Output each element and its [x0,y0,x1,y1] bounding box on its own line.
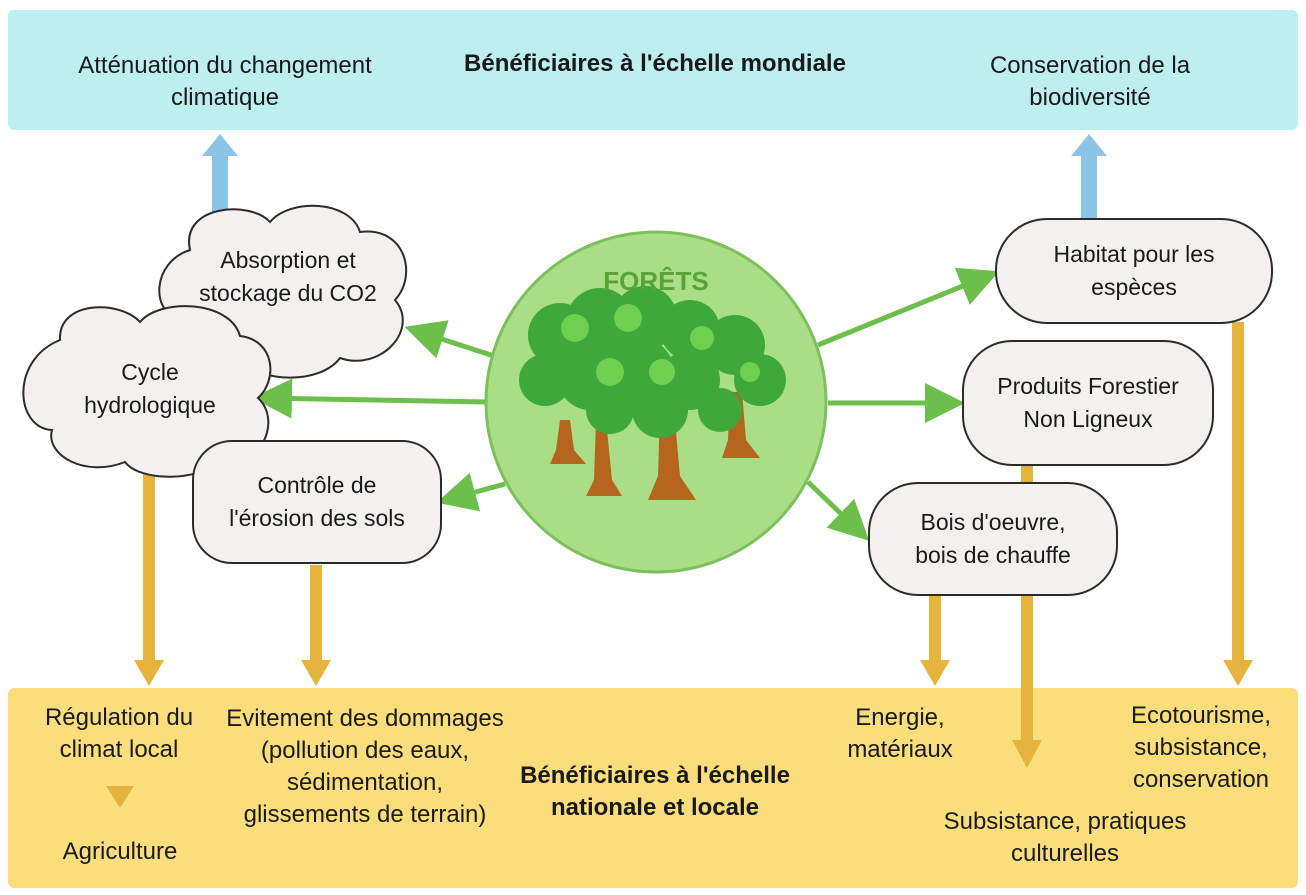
forest-title: FORÊTS [603,266,709,296]
local-beneficiaries-title: Bénéficiaires à l'échelle nationale et l… [520,762,790,821]
green-arrow-wood [806,480,870,541]
gold-arrow-agriculture [106,786,134,808]
blue-arrow-climate [202,134,238,222]
energy-materials-label: Energie, matériaux [847,704,953,763]
erosion-control-node: Contrôle de l'érosion des sols [192,440,442,564]
ecotourism-label: Ecotourisme, subsistance, conservation [1130,702,1272,793]
subsistence-cultural-label: Subsistance, pratiques culturelles [943,808,1187,867]
damage-avoidance-label: Evitement des dommages (pollution des ea… [226,705,504,828]
species-habitat-label: Habitat pour les espèces [1053,241,1215,300]
green-arrow-erosion [436,472,506,512]
biodiversity-conservation-label: Conservation de la biodiversité [989,52,1191,111]
tree-cluster-icon [519,286,786,500]
gold-arrow-habitat [1223,322,1253,686]
local-beneficiaries-band [8,688,1298,888]
global-beneficiaries-band [8,10,1298,130]
timber-fuelwood-node: Bois d'oeuvre, bois de chauffe [868,482,1118,596]
hydrological-cycle-label: Cycle hydrologique [84,359,216,418]
gold-arrow-erosion [301,565,331,686]
erosion-control-label: Contrôle de l'érosion des sols [229,472,405,531]
green-arrow-co2 [404,320,501,361]
agriculture-label: Agriculture [62,838,178,865]
blue-arrow-biodiversity [1071,134,1107,220]
climate-mitigation-label: Atténuation du changement climatique [78,52,372,111]
timber-fuelwood-label: Bois d'oeuvre, bois de chauffe [915,509,1071,568]
local-climate-regulation-label: Régulation du climat local [44,704,194,763]
non-timber-products-node: Produits Forestier Non Ligneux [962,340,1214,466]
green-arrow-hydro [252,378,489,419]
co2-absorption-label: Absorption et stockage du CO2 [199,247,377,306]
gold-arrow-hydro [134,470,164,686]
green-arrow-habitat [817,267,1000,348]
gold-arrow-wood [920,595,950,686]
non-timber-products-label: Produits Forestier Non Ligneux [997,373,1179,432]
global-beneficiaries-title: Bénéficiaires à l'échelle mondiale [464,50,846,77]
species-habitat-node: Habitat pour les espèces [995,218,1273,324]
